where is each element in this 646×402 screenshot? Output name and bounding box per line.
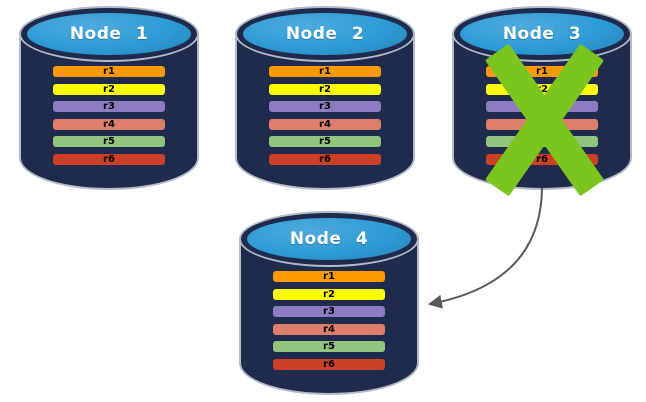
node-2-row-r1: r1 bbox=[269, 66, 381, 77]
node-4-row-r1: r1 bbox=[273, 271, 385, 282]
node-4-row-r5: r5 bbox=[273, 341, 385, 352]
node-2-row-stack: r1 r2 r3 r4 r5 r6 bbox=[269, 66, 381, 171]
node-1-label: Node 1 bbox=[69, 24, 149, 44]
node-1-cylinder-top: Node 1 bbox=[27, 13, 191, 55]
node-4-cylinder-rim: Node 4 bbox=[241, 213, 417, 265]
node-1-row-r6: r6 bbox=[53, 153, 165, 165]
node-3-row-r1: r1 bbox=[486, 66, 598, 77]
node-2-row-r5: r5 bbox=[269, 136, 381, 147]
node-1-row-r3: r3 bbox=[53, 101, 165, 112]
node-3-label: Node 3 bbox=[502, 24, 582, 44]
node-4-label: Node 4 bbox=[289, 229, 369, 249]
node-2-row-r4: r4 bbox=[269, 118, 381, 130]
node-2: Node 2 r1 r2 r3 r4 r5 r6 bbox=[237, 8, 413, 188]
node-3: Node 3 r1 r2 r3 r4 r5 r6 bbox=[454, 8, 630, 197]
node-2-row-r6: r6 bbox=[269, 153, 381, 165]
node-1-cylinder-rim: Node 1 bbox=[21, 8, 197, 60]
node-2-row-r2: r2 bbox=[269, 83, 381, 95]
node-4-cylinder-top: Node 4 bbox=[247, 218, 411, 260]
node-1-row-r2: r2 bbox=[53, 83, 165, 95]
node-3-row-r6: r6 bbox=[486, 153, 598, 165]
node-4-row-r4: r4 bbox=[273, 323, 385, 335]
node-2-cylinder-rim: Node 2 bbox=[237, 8, 413, 60]
node-4-row-r6: r6 bbox=[273, 358, 385, 370]
node-4-row-stack: r1 r2 r3 r4 r5 r6 bbox=[273, 271, 385, 376]
node-3-cylinder-rim: Node 3 bbox=[454, 8, 630, 60]
node-2-cylinder-top: Node 2 bbox=[243, 13, 407, 55]
node-1: Node 1 r1 r2 r3 r4 r5 r6 bbox=[21, 8, 197, 188]
node-2-label: Node 2 bbox=[285, 24, 365, 44]
node-1-row-r1: r1 bbox=[53, 66, 165, 77]
node-1-row-r4: r4 bbox=[53, 118, 165, 130]
node-4: Node 4 r1 r2 r3 r4 r5 r6 bbox=[241, 213, 417, 393]
node-4-row-r2: r2 bbox=[273, 288, 385, 300]
node-1-row-r5: r5 bbox=[53, 136, 165, 147]
node-3-cylinder-top: Node 3 bbox=[460, 13, 624, 55]
node-3-row-r2: r2 bbox=[486, 83, 598, 95]
node-1-row-stack: r1 r2 r3 r4 r5 r6 bbox=[53, 66, 165, 171]
node-2-row-r3: r3 bbox=[269, 101, 381, 112]
failure-x-icon bbox=[454, 8, 630, 197]
node-4-row-r3: r3 bbox=[273, 306, 385, 317]
